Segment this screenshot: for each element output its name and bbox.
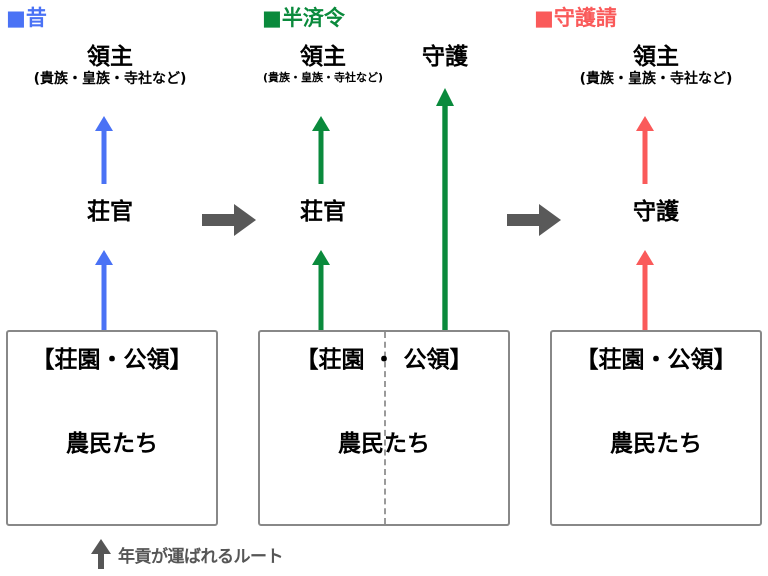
node-old-shokan: 荘官 — [0, 200, 220, 224]
node-hanzeirei-lord: 領主 (貴族・皇族・寺社など) — [238, 45, 408, 84]
box-hanzeirei-estate: 【荘園 ・ 公領】 農民たち — [258, 330, 510, 526]
section-header-shugouke: ■守護請 — [534, 6, 617, 30]
arrow-old-shokan-to-lord — [95, 116, 113, 184]
node-old-lord-subtitle: (貴族・皇族・寺社など) — [33, 71, 187, 88]
box-shugouke-estate-title: 【荘園・公領】 — [575, 347, 737, 373]
node-shugouke-lord-title: 領主 — [633, 44, 679, 70]
box-old-estate-title: 【荘園・公領】 — [31, 347, 193, 373]
node-hanzeirei-lord-subtitle: (貴族・皇族・寺社など) — [262, 71, 384, 85]
node-shugouke-lord: 領主 (貴族・皇族・寺社など) — [548, 45, 764, 87]
legend-label: 年貢が運ばれるルート — [118, 546, 284, 567]
transition-arrow-1 — [202, 204, 256, 236]
node-hanzeirei-lord-title: 領主 — [300, 44, 346, 70]
box-old-estate: 【荘園・公領】 農民たち — [6, 330, 218, 526]
node-old-lord-title: 領主 — [87, 44, 133, 70]
box-shugouke-estate-body: 農民たち — [610, 431, 702, 457]
box-old-estate-body: 農民たち — [66, 431, 158, 457]
node-shugouke-lord-subtitle: (貴族・皇族・寺社など) — [579, 71, 733, 88]
node-shugouke-shugo: 守護 — [548, 200, 764, 224]
node-old-lord: 領主 (貴族・皇族・寺社など) — [0, 45, 220, 87]
arrow-hanzeirei-box-to-shugo — [436, 88, 454, 330]
legend: 年貢が運ばれるルート — [90, 538, 284, 570]
section-header-hanzeirei: ■半済令 — [262, 6, 345, 30]
transition-arrow-2 — [507, 204, 561, 236]
section-header-old: ■昔 — [6, 6, 47, 30]
node-hanzeirei-shugo: 守護 — [390, 45, 500, 69]
arrow-shugouke-shugo-to-lord — [636, 116, 654, 184]
box-hanzeirei-estate-body: 農民たち — [338, 431, 430, 457]
node-hanzeirei-shokan: 荘官 — [238, 200, 408, 224]
box-hanzeirei-estate-title: 【荘園 ・ 公領】 — [295, 347, 473, 373]
legend-up-arrow-icon — [91, 539, 111, 569]
arrow-old-box-to-shokan — [95, 250, 113, 330]
arrow-hanzeirei-shokan-to-lord — [312, 116, 330, 184]
box-shugouke-estate: 【荘園・公領】 農民たち — [550, 330, 762, 526]
node-old-shokan-title: 荘官 — [87, 199, 133, 225]
node-hanzeirei-shokan-title: 荘官 — [300, 199, 346, 225]
node-shugouke-shugo-title: 守護 — [633, 199, 679, 225]
arrow-hanzeirei-box-to-shokan — [312, 250, 330, 330]
node-hanzeirei-shugo-title: 守護 — [422, 44, 468, 70]
box-hanzeirei-divider — [384, 332, 386, 524]
arrow-shugouke-box-to-shugo — [636, 250, 654, 330]
